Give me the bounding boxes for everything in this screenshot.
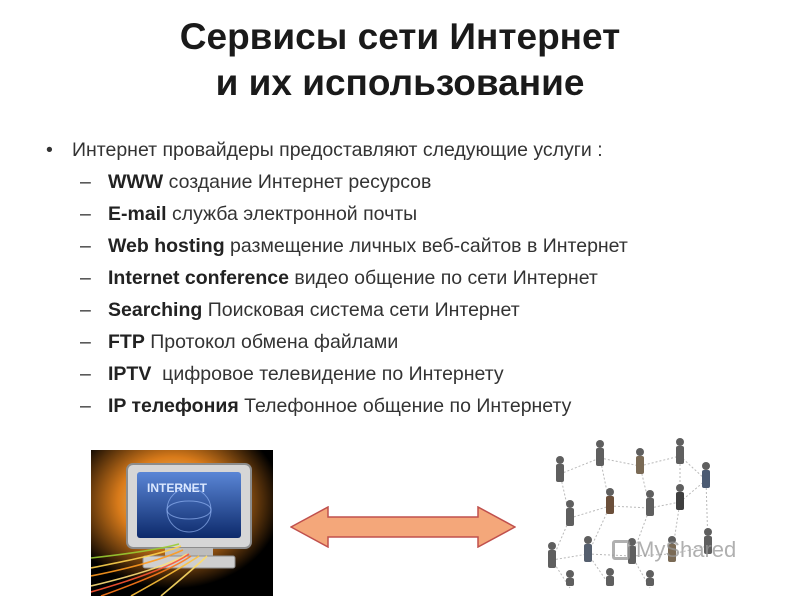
service-item: – Internet conference видео общение по с…: [80, 266, 780, 298]
service-desc: Протокол обмена файлами: [144, 331, 399, 353]
intro-bullet-text: Интернет провайдеры предоставляют следую…: [72, 139, 603, 161]
internet-computer-image: INTERNET: [91, 450, 273, 596]
service-item: – IP телефония Телефонное общение по Инт…: [80, 394, 780, 426]
people-network-icon: [548, 438, 712, 589]
people-network-image: [540, 436, 720, 601]
service-term: Web hosting: [108, 235, 225, 257]
service-desc: видео общение по сети Интернет: [288, 267, 598, 289]
dash-marker: –: [80, 331, 91, 353]
watermark: MyShared: [612, 536, 736, 564]
service-item: – Searching Поисковая система сети Интер…: [80, 298, 780, 330]
watermark-text: MyShared: [636, 537, 737, 562]
dash-marker: –: [80, 267, 91, 289]
service-item: – IPTV цифровое телевидение по Интернету: [80, 362, 780, 394]
service-desc: служба электронной почты: [166, 203, 418, 225]
slide-title: Сервисы сети Интернет и их использование: [0, 14, 800, 106]
service-item: – E-mail служба электронной почты: [80, 202, 780, 234]
service-desc: размещение личных веб-сайтов в Интернет: [224, 235, 628, 257]
service-desc: Поисковая система сети Интернет: [202, 299, 520, 321]
computer-icon: INTERNET: [91, 450, 273, 596]
service-desc: Телефонное общение по Интернету: [238, 395, 572, 417]
service-term: Searching: [108, 299, 203, 321]
double-arrow: [289, 505, 517, 553]
services-list: – WWW создание Интернет ресурсов – E-mai…: [80, 170, 780, 426]
dash-marker: –: [80, 363, 91, 385]
service-item: – Web hosting размещение личных веб-сайт…: [80, 234, 780, 266]
service-desc: создание Интернет ресурсов: [163, 171, 432, 193]
dash-marker: –: [80, 235, 91, 257]
watermark-logo-icon: [612, 540, 630, 560]
service-term: WWW: [108, 171, 164, 193]
bullet-dot: •: [46, 139, 53, 161]
service-term: FTP: [108, 331, 145, 353]
service-item: – FTP Протокол обмена файлами: [80, 330, 780, 362]
service-term: Internet conference: [108, 267, 289, 289]
service-term: E-mail: [108, 203, 167, 225]
dash-marker: –: [80, 171, 91, 193]
dash-marker: –: [80, 299, 91, 321]
double-arrow-icon: [289, 505, 517, 549]
slide-title-line-2: и их использование: [215, 62, 585, 103]
service-desc: цифровое телевидение по Интернету: [151, 363, 504, 385]
dash-marker: –: [80, 395, 91, 417]
service-item: – WWW создание Интернет ресурсов: [80, 170, 780, 202]
internet-screen-label: INTERNET: [147, 481, 208, 495]
slide-title-line-1: Сервисы сети Интернет: [179, 16, 621, 57]
dash-marker: –: [80, 203, 91, 225]
service-term: IP телефония: [108, 395, 239, 417]
service-term: IPTV: [108, 363, 152, 385]
